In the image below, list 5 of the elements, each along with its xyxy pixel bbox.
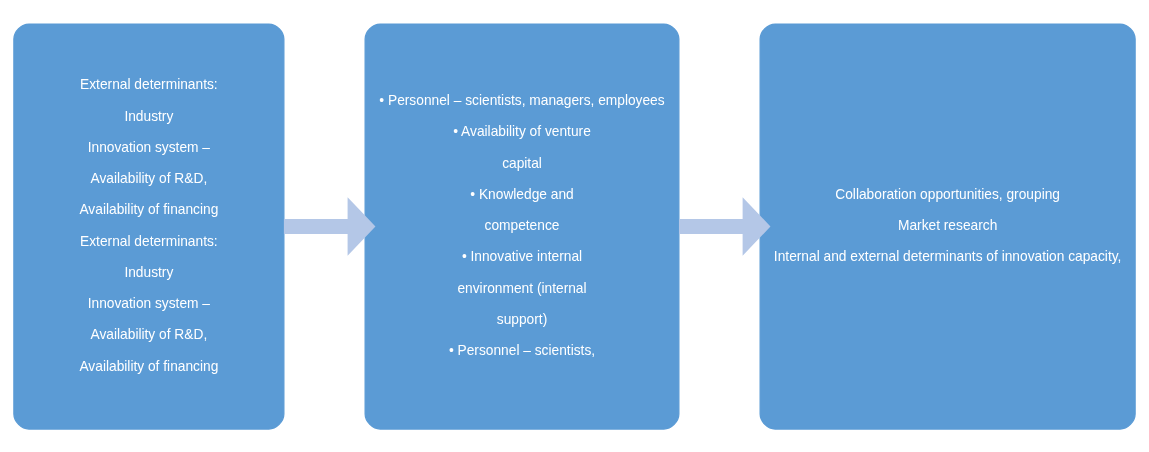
arrow [679, 196, 771, 256]
node-box: External determinants: Industry Innovation system – Availability of R&D, Availability of financing External determinants: Industry Innovation system – Availability of R&D, Availability of financing [13, 22, 285, 430]
node-box: • Personnel – scientists, managers, employees • Availability of venture capital • Knowledge and competence • Innovative internal environment (internal support) • Personnel – scientists, [364, 22, 680, 430]
arrow [283, 196, 376, 256]
node-box: Collaboration opportunities, grouping Market research Internal and external determinants of innovation capacity, [759, 22, 1136, 430]
